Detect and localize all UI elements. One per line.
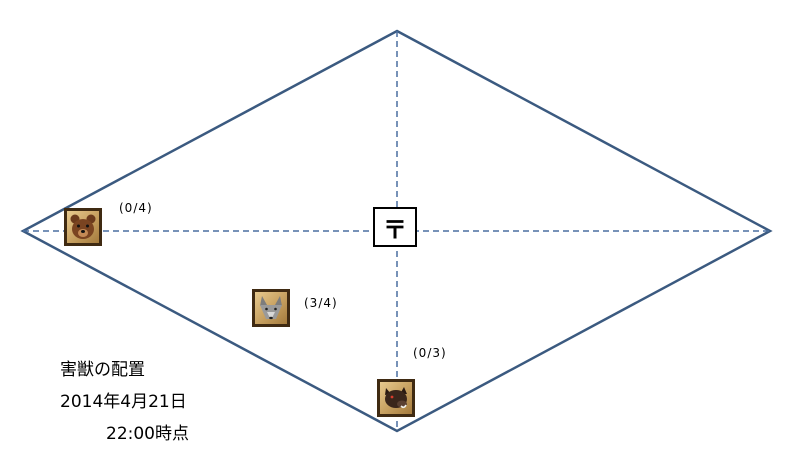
caption-date: 2014年4月21日 [60,392,187,412]
caption-title: 害獣の配置 [60,360,145,380]
post-office-icon: 〒 [383,215,407,244]
bear-marker [64,208,102,246]
caption-time: 22:00時点 [106,424,189,444]
post-office-marker: 〒 [373,207,417,247]
wolf-count: (3/4) [304,296,338,310]
bear-count: (0/4) [119,201,153,215]
boar-icon [385,387,407,409]
bear-icon [70,214,96,239]
boar-marker [377,379,415,417]
wolf-icon [260,296,282,320]
boar-count: (0/3) [413,346,447,360]
wolf-marker [252,289,290,327]
area-outline [20,29,773,433]
